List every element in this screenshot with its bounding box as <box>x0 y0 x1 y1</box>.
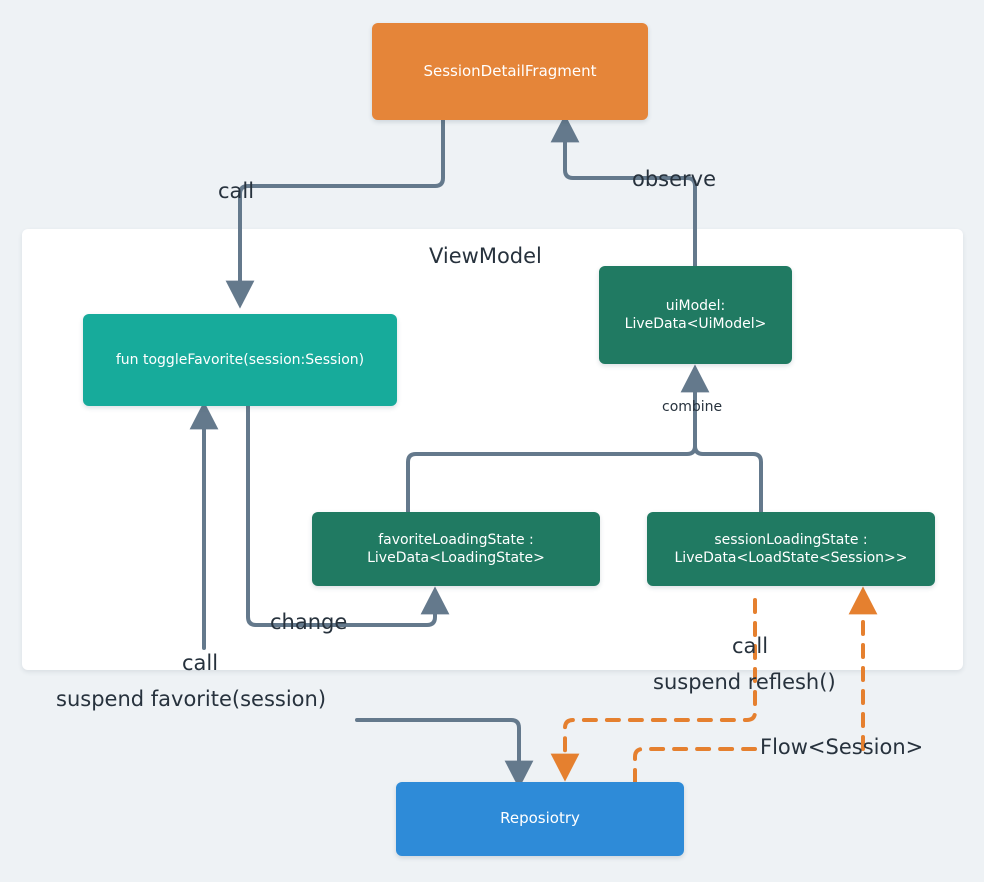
node-label: Reposiotry <box>500 809 580 828</box>
node-label: sessionLoadingState : LiveData<LoadState… <box>674 531 908 566</box>
node-label: uiModel: LiveData<UiModel> <box>624 297 767 332</box>
edge-label-suspend-favorite: suspend favorite(session) <box>56 687 327 711</box>
edge-label-call-reflesh: call <box>732 634 769 658</box>
edge-label-observe: observe <box>632 167 717 191</box>
edge-label-call-favorite: call <box>182 651 219 675</box>
node-favorite-loading-state[interactable]: favoriteLoadingState : LiveData<LoadingS… <box>312 512 600 586</box>
viewmodel-panel-title: ViewModel <box>429 244 542 268</box>
edge-label-suspend-reflesh: suspend reflesh() <box>653 670 836 694</box>
edge-suspend-favorite <box>355 718 534 789</box>
edge-flow-session <box>633 747 757 784</box>
node-label: fun toggleFavorite(session:Session) <box>115 351 365 368</box>
node-session-detail-fragment[interactable]: SessionDetailFragment <box>372 23 648 120</box>
edge-label-call-toggle: call <box>218 179 255 203</box>
node-ui-model[interactable]: uiModel: LiveData<UiModel> <box>599 266 792 364</box>
node-session-loading-state[interactable]: sessionLoadingState : LiveData<LoadState… <box>647 512 935 586</box>
edge-label-change: change <box>270 610 348 634</box>
edge-label-combine: combine <box>662 399 723 415</box>
node-label: SessionDetailFragment <box>423 61 597 80</box>
node-repository[interactable]: Reposiotry <box>396 782 684 856</box>
viewmodel-panel <box>22 229 963 670</box>
node-toggle-favorite[interactable]: fun toggleFavorite(session:Session) <box>83 314 397 406</box>
edge-label-flow-session: Flow<Session> <box>760 735 924 759</box>
node-label: favoriteLoadingState : LiveData<LoadingS… <box>367 531 545 566</box>
